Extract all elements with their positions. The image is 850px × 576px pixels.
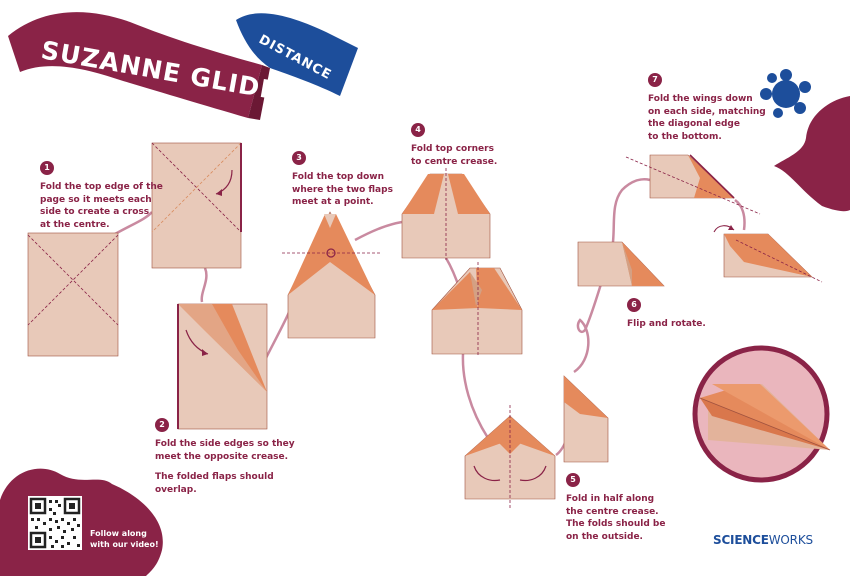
step-4-instructions: 4 Fold top corners to centre crease.	[411, 123, 497, 168]
step-5-number: 5	[566, 473, 580, 487]
step-1-text: Fold the top edge of the page so it meet…	[40, 182, 163, 230]
step-1-instructions: 1 Fold the top edge of the page so it me…	[40, 161, 163, 231]
step-7-number: 7	[648, 73, 662, 87]
step-3-paper	[282, 211, 380, 339]
step-4-text: Fold top corners to centre crease.	[411, 144, 498, 167]
step-2-number: 2	[155, 418, 169, 432]
qr-caption: Follow along with our video!	[90, 529, 159, 549]
step-1-number: 1	[40, 161, 54, 175]
step-3-text: Fold the top down where the two flaps me…	[292, 172, 393, 207]
qr-code-icon	[28, 496, 82, 550]
step-1-folded-paper	[151, 142, 242, 269]
step-7-text: Fold the wings down on each side, matchi…	[648, 94, 766, 142]
step-2-note: The folded flaps should overlap.	[155, 472, 274, 495]
step-6-text: Flip and rotate.	[627, 319, 706, 329]
paper-plane-illustration	[692, 345, 831, 483]
step-5-text: Fold in half along the centre crease. Th…	[566, 494, 666, 542]
step-7-instructions: 7 Fold the wings down on each side, matc…	[648, 73, 766, 143]
banner-ribbon	[8, 12, 262, 118]
step-7-folded-paper	[713, 225, 823, 283]
decorative-blob-right	[774, 96, 850, 212]
step-6-paper	[577, 241, 665, 287]
scienceworks-logo: SCIENCEWORKS	[713, 533, 813, 547]
banner-tag	[236, 13, 358, 96]
step-6-number: 6	[627, 298, 641, 312]
step-4-paper	[401, 168, 491, 260]
banner-tag-edge	[248, 65, 270, 120]
step-3-number: 3	[292, 151, 306, 165]
step-5-instructions: 5 Fold in half along the centre crease. …	[566, 473, 665, 543]
step-2-text: Fold the side edges so they meet the opp…	[155, 439, 295, 462]
splat-icon	[760, 69, 811, 118]
step-1-paper	[27, 232, 119, 357]
step-7-paper	[625, 154, 761, 215]
step-2-instructions: 2 Fold the side edges so they meet the o…	[155, 418, 295, 504]
step-4-number: 4	[411, 123, 425, 137]
step-3-instructions: 3 Fold the top down where the two flaps …	[292, 151, 393, 209]
step-5-paper	[464, 405, 556, 510]
step-2-paper	[177, 303, 268, 430]
step-4-folded-paper	[431, 262, 523, 356]
step-5-folded-paper	[563, 375, 609, 463]
step-6-instructions: 6 Flip and rotate.	[627, 298, 706, 331]
